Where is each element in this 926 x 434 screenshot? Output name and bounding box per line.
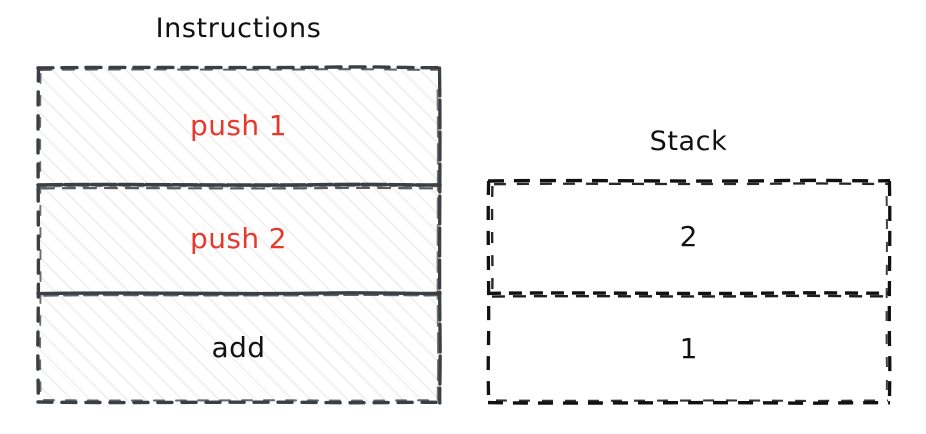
- instructions-panel: push 1 push 2 add: [37, 67, 440, 403]
- stack-cell[interactable]: 1: [487, 294, 890, 403]
- stack-title: Stack: [649, 126, 728, 157]
- instruction-row[interactable]: add: [37, 293, 440, 403]
- instructions-title: Instructions: [155, 13, 322, 44]
- instruction-row[interactable]: push 1: [37, 67, 440, 185]
- stack-cell-value: 1: [679, 331, 698, 365]
- stack-panel: 2 1: [487, 180, 890, 403]
- stack-cell[interactable]: 2: [487, 180, 890, 294]
- instruction-label: add: [211, 331, 266, 364]
- instruction-label: push 1: [190, 109, 287, 142]
- instruction-row[interactable]: push 2: [37, 185, 440, 293]
- stack-cell-value: 2: [679, 220, 698, 253]
- instruction-label: push 2: [190, 222, 287, 255]
